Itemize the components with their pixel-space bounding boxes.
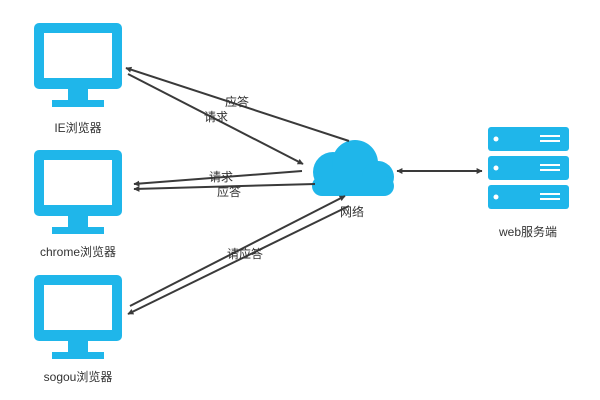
ie-request-arrow: [127, 73, 304, 165]
ie-response-label: 应答: [225, 94, 249, 109]
server-label: web服务端: [498, 224, 557, 239]
chrome-monitor-icon: [34, 150, 122, 234]
ie-monitor-icon: [34, 23, 122, 107]
chrome-request-label: 请求: [209, 170, 233, 184]
network-label: 网络: [340, 204, 364, 219]
ie-browser-label: IE浏览器: [54, 120, 101, 135]
chrome-response-arrow: [133, 183, 316, 192]
chrome-browser-label: chrome浏览器: [40, 244, 116, 259]
sogou-request-response-label: 请应答: [227, 246, 263, 261]
sogou-browser-label: sogou浏览器: [44, 369, 113, 384]
chrome-response-label: 应答: [217, 184, 241, 199]
sogou-response-arrow: [127, 205, 350, 315]
ie-response-arrow: [125, 66, 350, 142]
sogou-monitor-icon: [34, 275, 122, 359]
sogou-request-arrow: [129, 195, 346, 307]
ie-request-label: 请求: [204, 110, 228, 124]
server-icon: [488, 127, 569, 209]
cloud-icon: [312, 140, 394, 196]
chrome-request-arrow: [133, 170, 303, 187]
